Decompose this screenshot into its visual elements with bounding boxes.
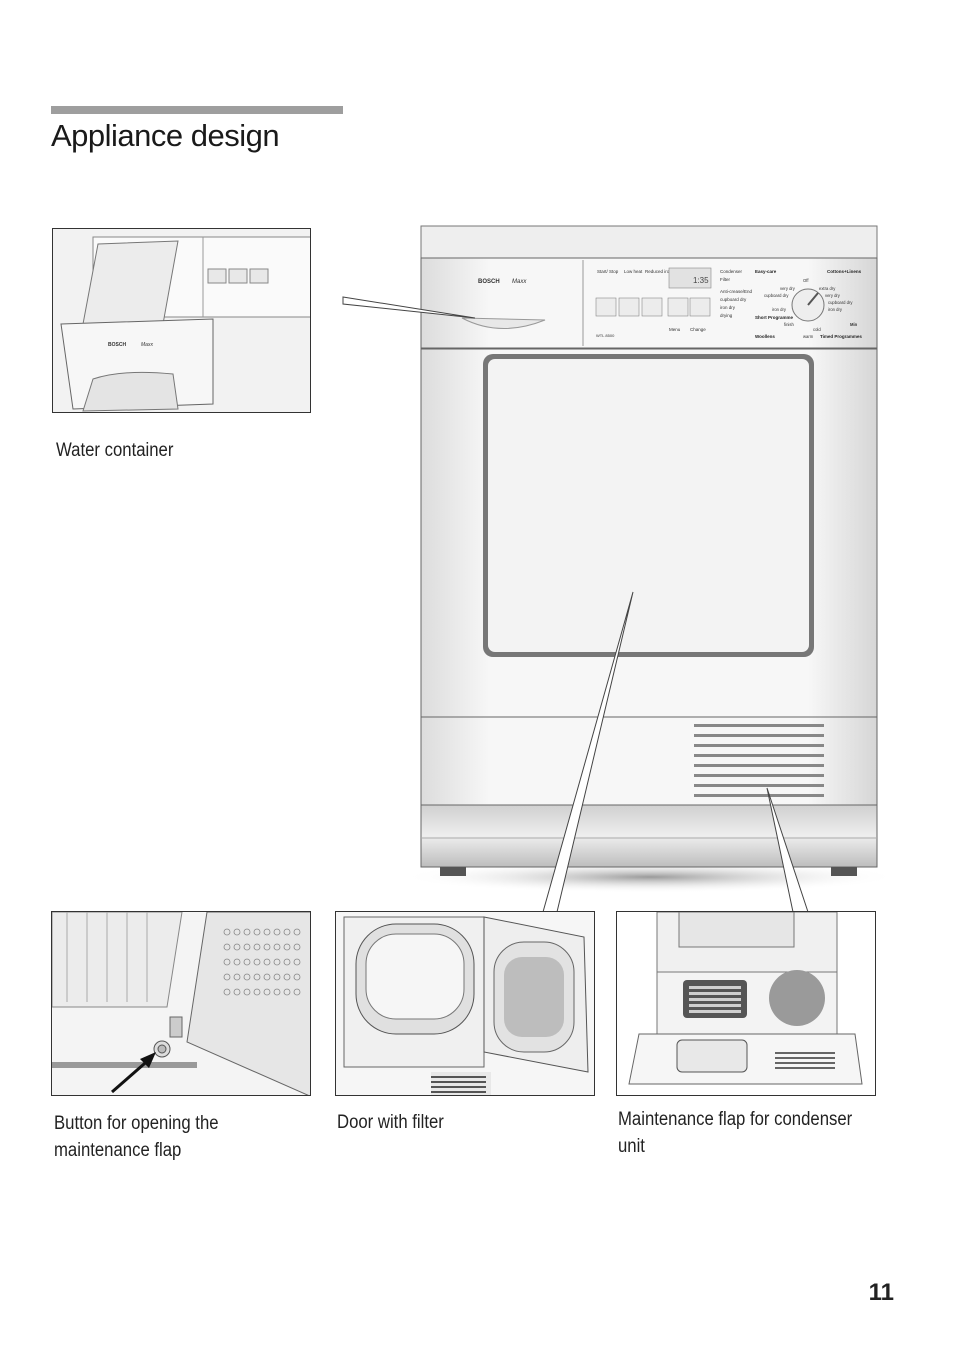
change-label: Change <box>690 327 706 332</box>
caption-maintenance-flap: Maintenance flap for condenser unit <box>618 1109 853 1157</box>
inset-model: Maxx <box>141 342 153 348</box>
prog-1: very dry <box>780 286 796 291</box>
model-text: Maxx <box>512 279 527 285</box>
prog-10: cold <box>813 327 821 332</box>
prog-7: iron dry <box>828 307 843 312</box>
indicator-1: Condenser <box>720 269 743 274</box>
prog-5: cupboard dry <box>828 300 853 305</box>
inset-maintenance-button <box>51 911 311 1096</box>
display-time: 1:35 <box>693 276 709 285</box>
btn-label-3: Reduced ironing <box>645 269 678 274</box>
page-title: Appliance design <box>51 118 280 153</box>
filter-mesh <box>504 957 564 1037</box>
inset-door-filter <box>335 911 595 1096</box>
group-woollens: Woollens <box>755 334 775 339</box>
prog-6: iron dry <box>772 307 787 312</box>
plinth <box>420 804 878 868</box>
prog-11: Min <box>850 322 858 327</box>
vent-grille <box>694 724 824 797</box>
menu-label: Menu <box>669 327 681 332</box>
group-easycare: Easy-care <box>755 269 777 274</box>
arrow-icon <box>140 1052 156 1068</box>
btn-label-1: Start/ Stop <box>597 269 619 274</box>
indicator-5: iron dry <box>720 305 736 310</box>
indicator-6: drying <box>720 313 733 318</box>
prog-off: Off <box>803 278 809 283</box>
indicator-2: Filter <box>720 277 731 282</box>
prog-2: extra dry <box>819 286 836 291</box>
page-number: 11 <box>868 1279 894 1306</box>
floor-shadow <box>400 861 900 893</box>
maintenance-flap <box>420 716 878 806</box>
brand-text: BOSCH <box>478 279 500 285</box>
title-rule <box>51 106 343 114</box>
door-window <box>488 359 809 652</box>
indicator-4: cupboard dry <box>720 297 747 302</box>
caption-water-container: Water container <box>56 440 174 461</box>
callout-water <box>342 296 476 319</box>
inset-maintenance-flap <box>616 911 876 1096</box>
prog-3: cupboard dry <box>764 293 789 298</box>
indicator-3: Anti-crease/End <box>720 289 753 294</box>
prog-4: very dry <box>825 293 841 298</box>
condenser-round <box>769 970 825 1026</box>
caption-maintenance-button: Button for opening the maintenance flap <box>54 1113 219 1161</box>
caption-door-filter: Door with filter <box>337 1112 444 1133</box>
model-code: WTL 8500 <box>596 333 615 338</box>
group-timed: Timed Programmes <box>820 334 862 339</box>
btn-label-2: Low heat <box>624 269 643 274</box>
prog-8: finish <box>784 322 794 327</box>
group-cottons: Cottons+Linens <box>827 269 862 274</box>
group-short: Short Programme <box>755 315 794 320</box>
inset-water-container: BOSCH Maxx <box>52 228 311 413</box>
inset-brand: BOSCH <box>108 342 126 348</box>
prog-9: warm <box>803 334 814 339</box>
